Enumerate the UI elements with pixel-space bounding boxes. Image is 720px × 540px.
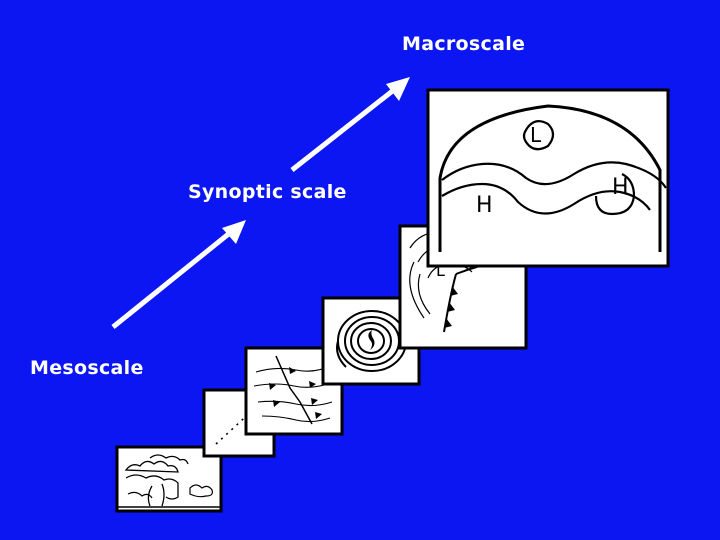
panel-clouds <box>115 445 223 513</box>
arrow-synoptic-to-macroscale <box>290 77 410 172</box>
macro-low-label: L <box>530 123 542 147</box>
panel-hemispheric-map: L H H <box>426 88 670 268</box>
panel-flow-field <box>244 346 344 436</box>
macro-high-label-right: H <box>612 175 629 200</box>
macroscale-label: Macroscale <box>402 33 526 55</box>
mesoscale-label: Mesoscale <box>30 357 144 379</box>
macro-high-label-left: H <box>476 193 493 218</box>
low-pressure-label: L <box>436 261 445 280</box>
synoptic-scale-label: Synoptic scale <box>188 181 347 203</box>
arrow-mesoscale-to-synoptic <box>111 220 246 329</box>
